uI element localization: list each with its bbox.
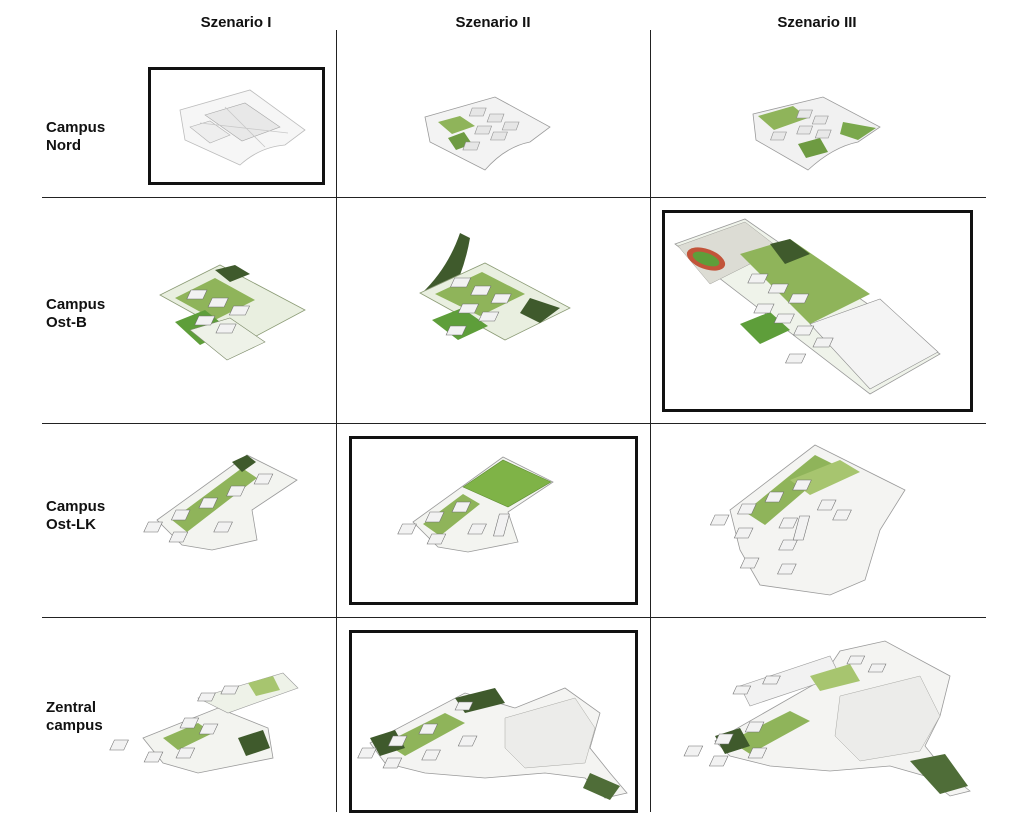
historic-district	[834, 675, 941, 762]
campus-ost-b-szenario-2-model	[419, 233, 571, 341]
building-cluster	[109, 685, 240, 763]
building-cluster	[683, 655, 887, 767]
grid-divider-horizontal-2	[42, 423, 986, 424]
building-cluster	[143, 473, 274, 543]
tree-canopy	[583, 773, 620, 800]
building-cluster	[709, 479, 852, 575]
vegetation-area	[840, 122, 876, 140]
vegetation-area	[248, 676, 280, 696]
campus-ost-lk-szenario-1-model	[143, 454, 298, 551]
campus-ost-lk-szenario-2-model	[397, 456, 554, 553]
tree-canopy	[520, 298, 560, 323]
grid-divider-vertical-2	[650, 30, 651, 812]
building-cluster	[397, 501, 510, 545]
zentral-campus-szenario-3-model	[683, 640, 971, 797]
highlight-frame-ost-lk-szenario-2	[349, 436, 638, 605]
building-cluster	[747, 273, 834, 364]
building-cluster	[809, 298, 939, 390]
lawn-field	[462, 459, 552, 508]
building-cluster	[445, 277, 512, 336]
building-cluster	[186, 289, 250, 334]
tree-canopy	[770, 239, 810, 264]
zentral-campus-szenario-2-model	[357, 687, 628, 800]
campus-ost-b-szenario-1-model	[159, 264, 306, 361]
column-header-szenario-3: Szenario III	[777, 14, 857, 31]
column-header-szenario-1: Szenario I	[200, 14, 272, 31]
vegetation-area	[385, 713, 465, 756]
sports-field	[692, 251, 720, 267]
campus-nord-szenario-1-model	[179, 89, 306, 166]
building-cluster	[189, 317, 266, 361]
building-cluster	[462, 107, 520, 151]
grid-divider-vertical-1	[336, 30, 337, 812]
vegetation-area	[810, 664, 860, 691]
vegetation-area	[438, 116, 475, 134]
highlight-frame-nord-szenario-1	[148, 67, 325, 185]
zentral-campus-szenario-1-model	[109, 672, 299, 774]
building-cluster	[204, 102, 281, 142]
campus-nord-szenario-3-model	[752, 96, 881, 171]
tree-canopy	[215, 265, 250, 282]
tree-canopy	[238, 730, 270, 756]
grid-divider-horizontal-3	[42, 617, 986, 618]
vegetation-area	[740, 239, 870, 324]
building-cluster	[770, 109, 832, 141]
campus-nord-szenario-2-model	[424, 96, 551, 171]
vegetation-area	[163, 723, 213, 750]
vegetation-area	[798, 138, 828, 158]
vegetation-area	[730, 711, 810, 754]
tree-canopy	[232, 455, 256, 472]
vegetation-area	[758, 106, 808, 130]
campus-ost-lk-szenario-3-model	[709, 444, 906, 596]
grid-divider-horizontal-1	[42, 197, 986, 198]
campus-ost-b-szenario-3-model	[674, 218, 941, 395]
column-header-szenario-2: Szenario II	[455, 14, 531, 31]
historic-district	[504, 697, 596, 769]
tree-canopy	[910, 754, 968, 794]
lawn-field	[432, 308, 488, 340]
highlight-frame-ost-b-szenario-3	[662, 210, 973, 412]
tree-canopy	[422, 233, 470, 298]
building-cluster	[357, 701, 478, 769]
street	[199, 106, 289, 148]
highlight-frame-zentral-szenario-2	[349, 630, 638, 813]
